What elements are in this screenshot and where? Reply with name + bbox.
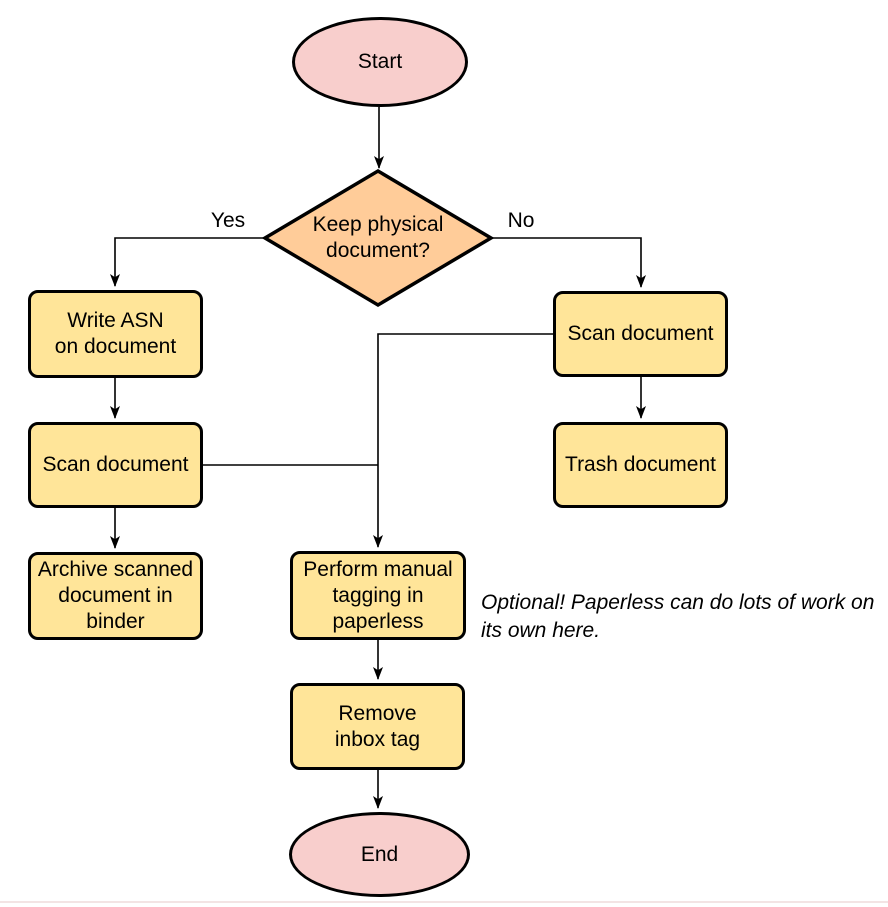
edge-label-yes: Yes [210, 209, 246, 232]
node-decision-label: Keep physical document? [312, 213, 444, 262]
node-archive-binder: Archive scanned document in binder [28, 552, 203, 640]
node-manual-tagging: Perform manual tagging in paperless [290, 551, 466, 640]
node-start: Start [292, 17, 468, 107]
edge-scan-document-to-tagging [373, 333, 553, 548]
node-scan-after-asn: Scan document [28, 422, 203, 508]
node-trash-document: Trash document [553, 422, 728, 508]
edge-decision-yes-to-write-asn [110, 237, 266, 287]
edge-label-no: No [507, 209, 535, 232]
annotation-optional-note: Optional! Paperless can do lots of work … [481, 591, 875, 642]
decision-shape [261, 168, 495, 308]
bottom-divider-line [0, 901, 888, 903]
edge-decision-no-to-scan-document [490, 237, 646, 288]
node-end: End [289, 812, 470, 897]
node-scan-document: Scan document [553, 291, 728, 377]
node-remove-inbox-tag: Remove inbox tag [290, 683, 465, 770]
node-write-asn: Write ASN on document [28, 290, 203, 378]
